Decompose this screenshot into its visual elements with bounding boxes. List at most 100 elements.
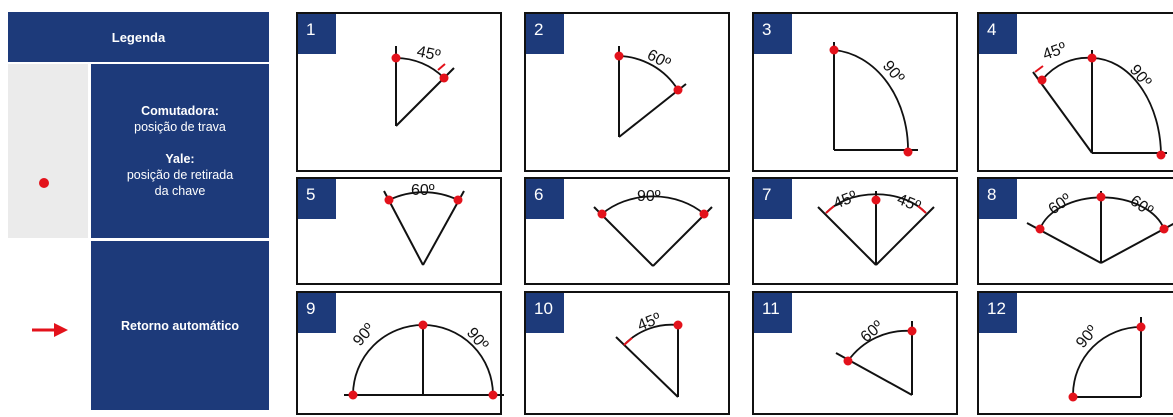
red-dot-icon — [1159, 224, 1169, 234]
key-line — [817, 206, 877, 266]
angle-label: 90º — [1073, 322, 1101, 351]
angle-label: 90º — [637, 188, 661, 205]
red-dot-icon — [871, 195, 881, 205]
angle-arc — [847, 329, 913, 362]
panel-number: 10 — [526, 293, 564, 333]
red-arrow-icon — [825, 205, 835, 214]
key-angle-diagram: 90º — [593, 188, 713, 267]
diagram-panel-9: 9 90º 90º — [296, 291, 504, 415]
panel-number: 1 — [298, 14, 336, 54]
legend-symbol-cell — [8, 64, 88, 238]
red-arrow-icon — [32, 323, 68, 337]
angle-arc — [1091, 57, 1162, 156]
red-dot-icon — [453, 195, 463, 205]
red-dot-icon — [1068, 392, 1078, 402]
angle-label: 90º — [463, 325, 491, 354]
red-arrow-icon — [1034, 65, 1044, 73]
red-dot-icon — [1037, 75, 1047, 85]
angle-label: 60º — [411, 182, 435, 199]
diagram-panel-10: 10 45º — [524, 291, 730, 415]
angle-arc — [833, 49, 909, 153]
red-dot-icon — [439, 73, 449, 83]
red-arrow-icon — [437, 63, 446, 71]
diagram-panel-4: 4 45º 90º — [977, 12, 1173, 172]
red-dot-icon — [829, 45, 839, 55]
angle-arc — [1072, 326, 1142, 396]
red-dot-icon — [1156, 150, 1166, 160]
legend-auto-return-cell: Retorno automático — [91, 241, 269, 410]
panel-number: 7 — [754, 179, 792, 219]
panel-number: 6 — [526, 179, 564, 219]
angle-label: 60º — [858, 318, 887, 346]
red-dot-icon — [39, 178, 49, 188]
diagram-panel-2: 2 60º — [524, 12, 730, 172]
red-arrow-icon — [623, 337, 633, 346]
diagram-panel-12: 12 90º — [977, 291, 1173, 415]
red-dot-icon — [1096, 192, 1106, 202]
key-angle-diagram: 45º — [615, 310, 683, 398]
comutadora-title: Comutadora: — [141, 104, 219, 118]
angle-arc — [618, 55, 679, 91]
comutadora-desc: posição de trava — [134, 120, 226, 134]
red-dot-icon — [1136, 322, 1146, 332]
panel-number: 11 — [754, 293, 792, 333]
red-dot-icon — [699, 209, 709, 219]
key-angle-diagram: 90º 90º — [344, 320, 504, 400]
panel-number: 8 — [979, 179, 1017, 219]
red-dot-icon — [348, 390, 358, 400]
panel-number: 3 — [754, 14, 792, 54]
key-angle-diagram: 90º — [829, 42, 918, 157]
angle-arc — [825, 193, 927, 214]
yale-desc-1: posição de retirada — [126, 168, 234, 182]
panel-number: 5 — [298, 179, 336, 219]
panel-number: 9 — [298, 293, 336, 333]
yale-title: Yale: — [165, 152, 195, 166]
diagram-panel-5: 5 60º — [296, 177, 502, 285]
angle-label: 45º — [415, 43, 442, 65]
red-dot-icon — [673, 320, 683, 330]
angle-label: 90º — [879, 58, 907, 87]
panel-number: 12 — [979, 293, 1017, 333]
key-angle-diagram: 45º — [391, 43, 455, 127]
diagram-panel-11: 11 60º — [752, 291, 958, 415]
key-angle-diagram: 45º 45º — [817, 188, 935, 266]
diagram-panel-6: 6 90º — [524, 177, 730, 285]
angle-label: 45º — [895, 191, 923, 216]
red-dot-icon — [391, 53, 401, 63]
key-angle-diagram: 60º — [383, 182, 465, 266]
diagram-panel-3: 3 90º — [752, 12, 958, 172]
red-arrow-icon — [917, 205, 927, 214]
key-line — [1032, 71, 1093, 154]
key-line — [615, 336, 679, 398]
diagram-panel-8: 8 60º 60º — [977, 177, 1173, 285]
red-dot-icon — [907, 326, 917, 336]
red-dot-icon — [488, 390, 498, 400]
red-dot-icon — [418, 320, 428, 330]
angle-label: 60º — [644, 47, 673, 73]
key-angle-diagram: 45º 90º — [1032, 40, 1167, 160]
angle-arc — [1041, 56, 1093, 81]
red-dot-icon — [384, 195, 394, 205]
angle-arc — [388, 191, 459, 201]
angle-label: 45º — [831, 188, 859, 213]
key-angle-diagram: 60º — [835, 318, 917, 396]
key-angle-diagram: 90º — [1068, 317, 1146, 402]
red-dot-icon — [673, 85, 683, 95]
angle-label: 45º — [635, 310, 663, 335]
panel-number: 2 — [526, 14, 564, 54]
key-angle-diagram: 60º 60º — [1026, 191, 1173, 264]
red-dot-icon — [597, 209, 607, 219]
diagram-panel-7: 7 45º 45º — [752, 177, 958, 285]
key-angle-diagram: 60º — [614, 46, 687, 138]
key-line — [875, 206, 935, 266]
red-dot-icon — [843, 356, 853, 366]
panel-number: 4 — [979, 14, 1017, 54]
yale-desc-2: da chave — [154, 184, 206, 198]
red-dot-icon — [614, 51, 624, 61]
angle-arc — [601, 195, 705, 215]
legend-header: Legenda — [8, 12, 269, 62]
red-dot-icon — [1087, 53, 1097, 63]
angle-label: 90º — [1126, 62, 1154, 91]
legend-lock-position-cell: Comutadora: posição de trava Yale: posiç… — [91, 64, 269, 238]
red-dot-icon — [903, 147, 913, 157]
